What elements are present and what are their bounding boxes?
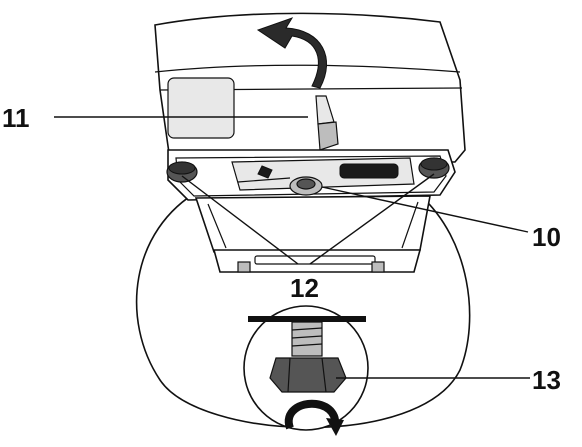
callout-11: 11 — [2, 103, 30, 133]
callout-13: 13 — [532, 365, 561, 395]
callout-12: 12 — [290, 273, 319, 303]
curved-arrow-icon — [256, 17, 328, 89]
rear-section — [194, 195, 431, 253]
rear-foot-left — [166, 161, 198, 183]
leader-line-10 — [321, 186, 529, 233]
callout-10: 10 — [532, 222, 561, 252]
leader-line-12b — [309, 173, 435, 265]
center-adjuster — [289, 176, 323, 196]
rotate-arrow-icon — [284, 399, 344, 436]
leader-line-12a — [181, 175, 299, 265]
foot-closeup — [248, 316, 366, 393]
rear-foot-right — [418, 157, 450, 179]
lens-window — [167, 77, 235, 139]
